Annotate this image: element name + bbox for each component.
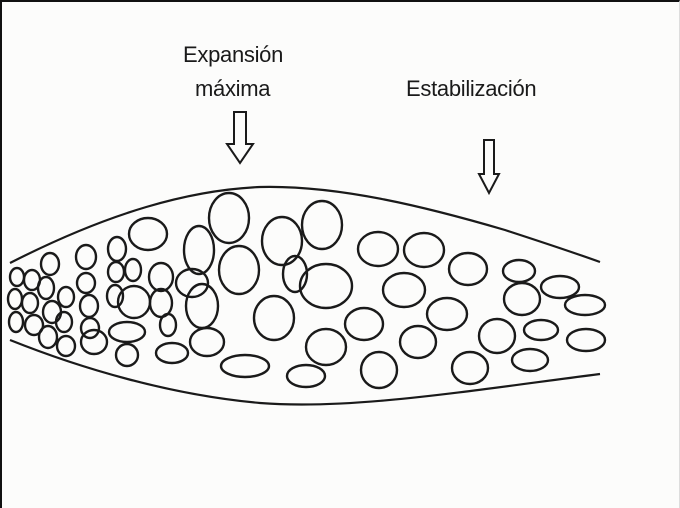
cell (116, 344, 138, 366)
cell (129, 218, 167, 250)
cell (524, 320, 558, 340)
cell (383, 273, 425, 307)
cell (302, 201, 342, 249)
cell (565, 295, 605, 315)
cell (541, 276, 579, 298)
cell (190, 328, 224, 356)
cell (81, 330, 107, 354)
cell (306, 329, 346, 365)
cell (219, 246, 259, 294)
cell (8, 289, 22, 309)
expansion-arrow-icon (227, 112, 253, 163)
cell (41, 253, 59, 275)
cell (184, 226, 214, 274)
cell (427, 298, 467, 330)
cell (56, 312, 72, 332)
cell (108, 237, 126, 261)
cell (400, 326, 436, 358)
cell (22, 293, 38, 313)
cell (186, 284, 218, 328)
cell (9, 312, 23, 332)
cell (452, 352, 488, 384)
cell (156, 343, 188, 363)
cell (39, 326, 57, 348)
upper-boundary-curve (10, 187, 600, 263)
cell (43, 301, 61, 323)
cell (221, 355, 269, 377)
cell (254, 296, 294, 340)
cell (504, 283, 540, 315)
cell (209, 193, 249, 243)
cell (449, 253, 487, 285)
cell (76, 245, 96, 269)
cell (125, 259, 141, 281)
cell-cluster (8, 193, 605, 388)
cell (287, 365, 325, 387)
cell (10, 268, 24, 286)
cell (160, 314, 176, 336)
cell (38, 277, 54, 299)
cell (149, 263, 173, 291)
cell (361, 352, 397, 388)
cell (57, 336, 75, 356)
cell (567, 329, 605, 351)
cell (108, 262, 124, 282)
cell (358, 232, 398, 266)
cell (503, 260, 535, 282)
cell (58, 287, 74, 307)
cell (512, 349, 548, 371)
cell (479, 319, 515, 353)
cell (300, 264, 352, 308)
cell (80, 295, 98, 317)
cell (150, 289, 172, 317)
cell (77, 273, 95, 293)
cell (107, 285, 123, 307)
cell (262, 217, 302, 265)
cell (404, 233, 444, 267)
stabilization-arrow-icon (479, 140, 499, 193)
cell (345, 308, 383, 340)
cell (109, 322, 145, 342)
